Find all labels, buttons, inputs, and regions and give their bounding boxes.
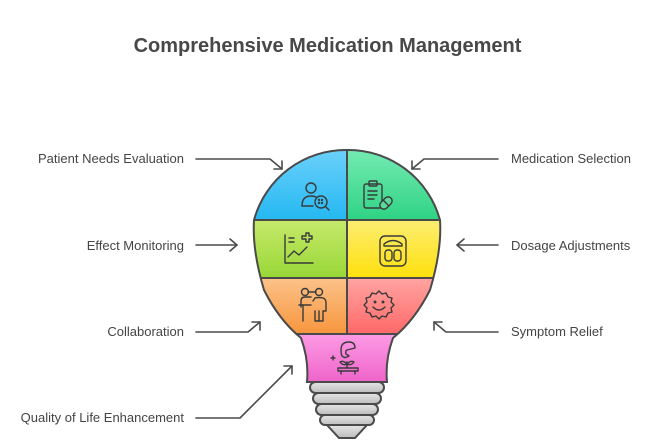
arrow-dosage-adjustments xyxy=(456,238,499,252)
bulb-base xyxy=(309,381,385,439)
arrow-effect-monitoring xyxy=(195,238,238,252)
page-title: Comprehensive Medication Management xyxy=(133,35,522,57)
arrow-collaboration xyxy=(195,321,261,333)
arrow-patient-needs-evaluation xyxy=(195,158,283,170)
segment-dosage-adjustments xyxy=(347,220,441,278)
segment-patient-needs-evaluation xyxy=(253,149,347,220)
label-effect-monitoring: Effect Monitoring xyxy=(86,238,184,253)
label-medication-selection: Medication Selection xyxy=(511,151,631,166)
scale-icon xyxy=(379,235,407,267)
growing-plant-icon xyxy=(330,341,359,375)
smiling-sun-icon xyxy=(363,290,395,320)
label-symptom-relief: Symptom Relief xyxy=(511,324,603,339)
arrow-quality-of-life-enhancement xyxy=(195,365,293,419)
clipboard-pill-icon xyxy=(363,180,393,210)
people-presentation-icon xyxy=(298,287,327,322)
patient-search-icon xyxy=(301,182,330,211)
label-collaboration: Collaboration xyxy=(107,324,184,339)
label-patient-needs-evaluation: Patient Needs Evaluation xyxy=(38,151,184,166)
segment-medication-selection xyxy=(347,149,441,220)
label-dosage-adjustments: Dosage Adjustments xyxy=(511,238,631,253)
arrow-medication-selection xyxy=(411,158,499,170)
label-quality-of-life-enhancement: Quality of Life Enhancement xyxy=(20,410,184,425)
chart-plus-icon xyxy=(284,232,314,264)
arrow-symptom-relief xyxy=(433,321,499,333)
segment-effect-monitoring xyxy=(253,220,347,278)
